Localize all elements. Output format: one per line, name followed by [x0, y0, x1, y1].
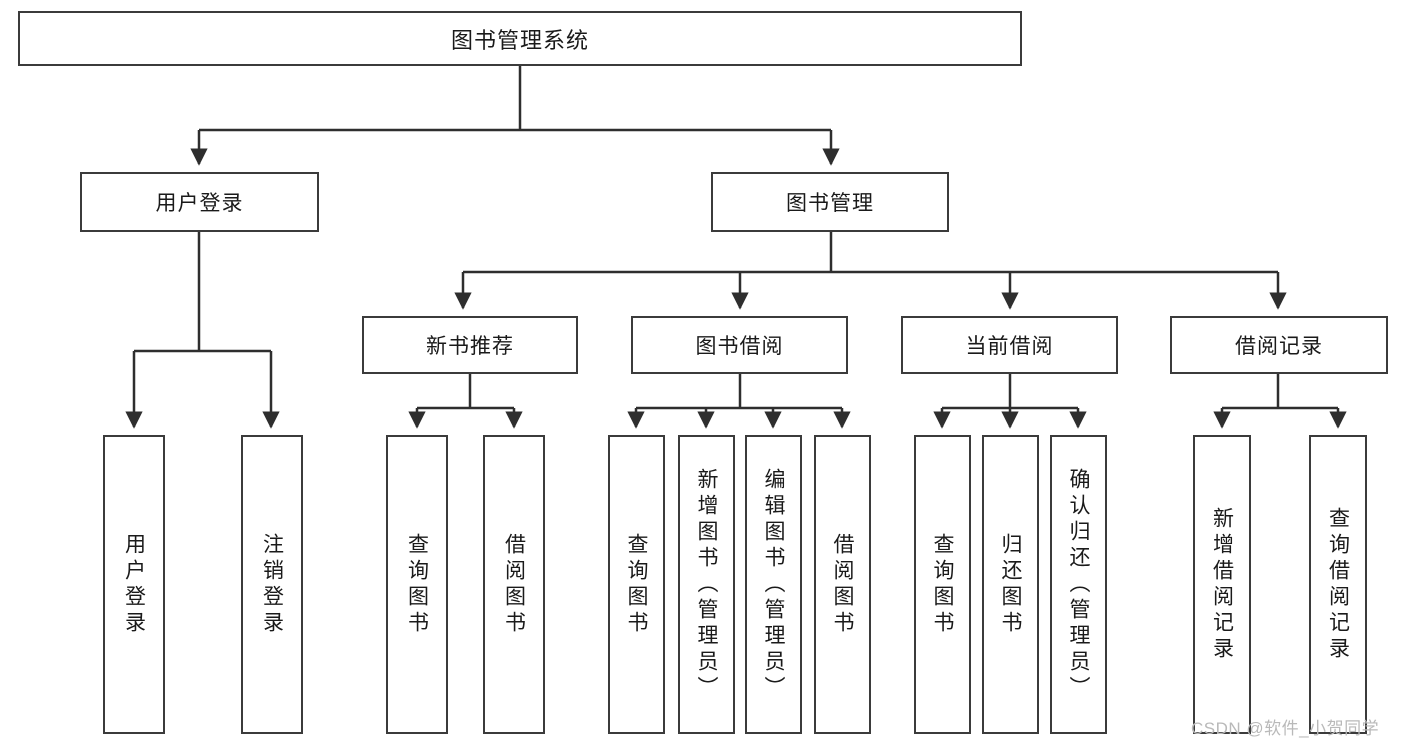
node-book-borrow[interactable]: 图书借阅: [631, 316, 848, 374]
node-current-borrow[interactable]: 当前借阅: [901, 316, 1118, 374]
leaf-borrow-book-recommend[interactable]: 借阅图书: [483, 435, 545, 734]
node-borrow-record[interactable]: 借阅记录: [1170, 316, 1388, 374]
leaf-query-borrow-record-label: 查询借阅记录: [1326, 506, 1350, 663]
leaf-query-book-borrow-label: 查询图书: [625, 532, 648, 637]
node-root-label: 图书管理系统: [450, 27, 589, 53]
node-root-book-management-system[interactable]: 图书管理系统: [18, 11, 1022, 66]
node-current-borrow-label: 当前借阅: [965, 335, 1054, 358]
leaf-add-book-admin[interactable]: 新增图书（管理员）: [678, 435, 735, 734]
leaf-query-book-borrow[interactable]: 查询图书: [608, 435, 665, 734]
leaf-confirm-return-admin[interactable]: 确认归还（管理员）: [1050, 435, 1107, 734]
node-book-management[interactable]: 图书管理: [711, 172, 949, 232]
leaf-add-book-admin-label: 新增图书（管理员）: [695, 467, 718, 702]
node-borrow-record-label: 借阅记录: [1235, 335, 1323, 358]
leaf-query-book-current-label: 查询图书: [931, 532, 954, 637]
leaf-query-book-recommend[interactable]: 查询图书: [386, 435, 448, 734]
leaf-borrow-book[interactable]: 借阅图书: [814, 435, 871, 734]
leaf-return-book[interactable]: 归还图书: [982, 435, 1039, 734]
leaf-confirm-return-admin-label: 确认归还（管理员）: [1067, 467, 1090, 702]
leaf-add-borrow-record[interactable]: 新增借阅记录: [1193, 435, 1251, 734]
leaf-user-logout[interactable]: 注销登录: [241, 435, 303, 734]
leaf-edit-book-admin[interactable]: 编辑图书（管理员）: [745, 435, 802, 734]
leaf-query-book-current[interactable]: 查询图书: [914, 435, 971, 734]
leaf-user-logout-label: 注销登录: [260, 532, 284, 637]
leaf-add-borrow-record-label: 新增借阅记录: [1210, 506, 1234, 663]
node-user-login[interactable]: 用户登录: [80, 172, 319, 232]
leaf-return-book-label: 归还图书: [999, 532, 1022, 637]
leaf-edit-book-admin-label: 编辑图书（管理员）: [762, 467, 785, 702]
leaf-borrow-book-recommend-label: 借阅图书: [502, 532, 526, 637]
leaf-user-login[interactable]: 用户登录: [103, 435, 165, 734]
node-new-book-recommend[interactable]: 新书推荐: [362, 316, 578, 374]
leaf-user-login-label: 用户登录: [122, 532, 146, 637]
leaf-borrow-book-label: 借阅图书: [831, 532, 854, 637]
leaf-query-borrow-record[interactable]: 查询借阅记录: [1309, 435, 1367, 734]
node-book-management-label: 图书管理: [786, 192, 874, 215]
node-user-login-label: 用户登录: [155, 192, 244, 215]
node-new-book-recommend-label: 新书推荐: [426, 335, 514, 358]
leaf-query-book-recommend-label: 查询图书: [405, 532, 429, 637]
node-book-borrow-label: 图书借阅: [695, 335, 784, 358]
